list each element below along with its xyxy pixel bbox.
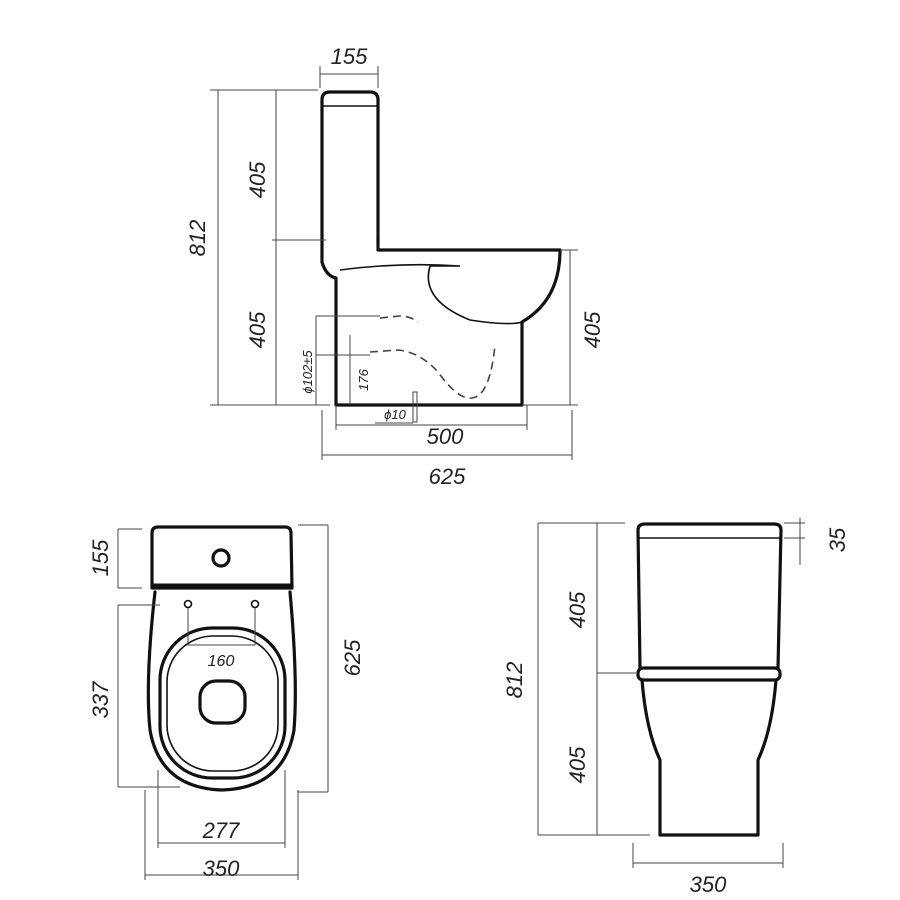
label-side-fixing-diameter: ϕ10 [384, 407, 406, 422]
top-view: 160 155 337 625 277 350 [88, 524, 365, 881]
dim-top-seat-depth [117, 604, 180, 788]
dim-top-hinge-spacing [187, 608, 256, 646]
seat-inner [166, 635, 279, 772]
label-front-bowl-height: 405 [565, 746, 590, 783]
label-side-outlet-height: 176 [356, 368, 371, 390]
label-side-total-depth: 625 [429, 464, 466, 489]
dim-front-total-width [632, 843, 784, 868]
seat-outer [158, 626, 287, 780]
label-top-total-depth: 625 [340, 639, 365, 676]
label-top-hinge-spacing: 160 [208, 653, 235, 670]
dim-top-total-width [144, 790, 299, 880]
label-top-inner-width: 277 [202, 818, 240, 843]
label-top-tank-depth: 155 [88, 539, 113, 576]
label-top-seat-depth: 337 [88, 681, 113, 718]
top-bowl-outline [146, 590, 297, 792]
side-fixing-bolt [412, 391, 418, 423]
label-front-lid-thickness: 35 [825, 527, 850, 552]
label-front-tank-height: 405 [565, 591, 590, 628]
side-trapway-lower [369, 344, 496, 399]
label-side-bowl-height-right: 405 [580, 311, 605, 348]
dim-side-total-height [210, 89, 330, 406]
dim-top-total-depth [298, 524, 329, 793]
dim-side-tank-width [319, 66, 379, 88]
dim-side-base-depth [335, 405, 528, 430]
label-side-tank-width: 155 [331, 44, 368, 69]
dim-front-total-height [537, 522, 650, 836]
label-side-total-height: 812 [185, 220, 210, 257]
dim-side-bowl-height-right [522, 249, 578, 406]
label-side-tank-height: 405 [245, 161, 270, 198]
top-tank-outline [150, 525, 294, 590]
side-view: 155 812 405 405 405 ϕ102±5 176 ϕ10 500 6… [185, 44, 605, 489]
label-top-total-width: 350 [203, 856, 240, 881]
flush-button-icon [211, 548, 231, 568]
label-side-outlet-diameter: ϕ102±5 [300, 350, 315, 394]
dim-front-lid-thickness [784, 518, 805, 565]
dim-top-tank-depth [117, 528, 142, 589]
front-bowl-outline [640, 678, 778, 837]
dim-top-inner-width [157, 770, 286, 848]
dim-side-total-depth [321, 410, 573, 460]
side-trapway-upper [379, 315, 419, 323]
dim-side-outlet [315, 315, 380, 405]
front-tank-outline [636, 522, 783, 670]
label-side-base-depth: 500 [427, 424, 464, 449]
label-front-total-width: 350 [690, 872, 727, 897]
side-bowl-rim [339, 263, 523, 325]
dim-side-tank-height [272, 90, 326, 405]
label-front-total-height: 812 [502, 662, 527, 699]
hinge-hole-right [250, 599, 260, 609]
bowl-opening [198, 679, 247, 725]
front-tank-joint [636, 666, 782, 682]
front-view: 812 405 405 35 350 [502, 518, 850, 897]
side-tank-outline [320, 90, 380, 242]
label-side-bowl-height-left: 405 [245, 311, 270, 348]
dim-front-tank-height [596, 523, 636, 835]
hinge-hole-left [183, 599, 193, 609]
